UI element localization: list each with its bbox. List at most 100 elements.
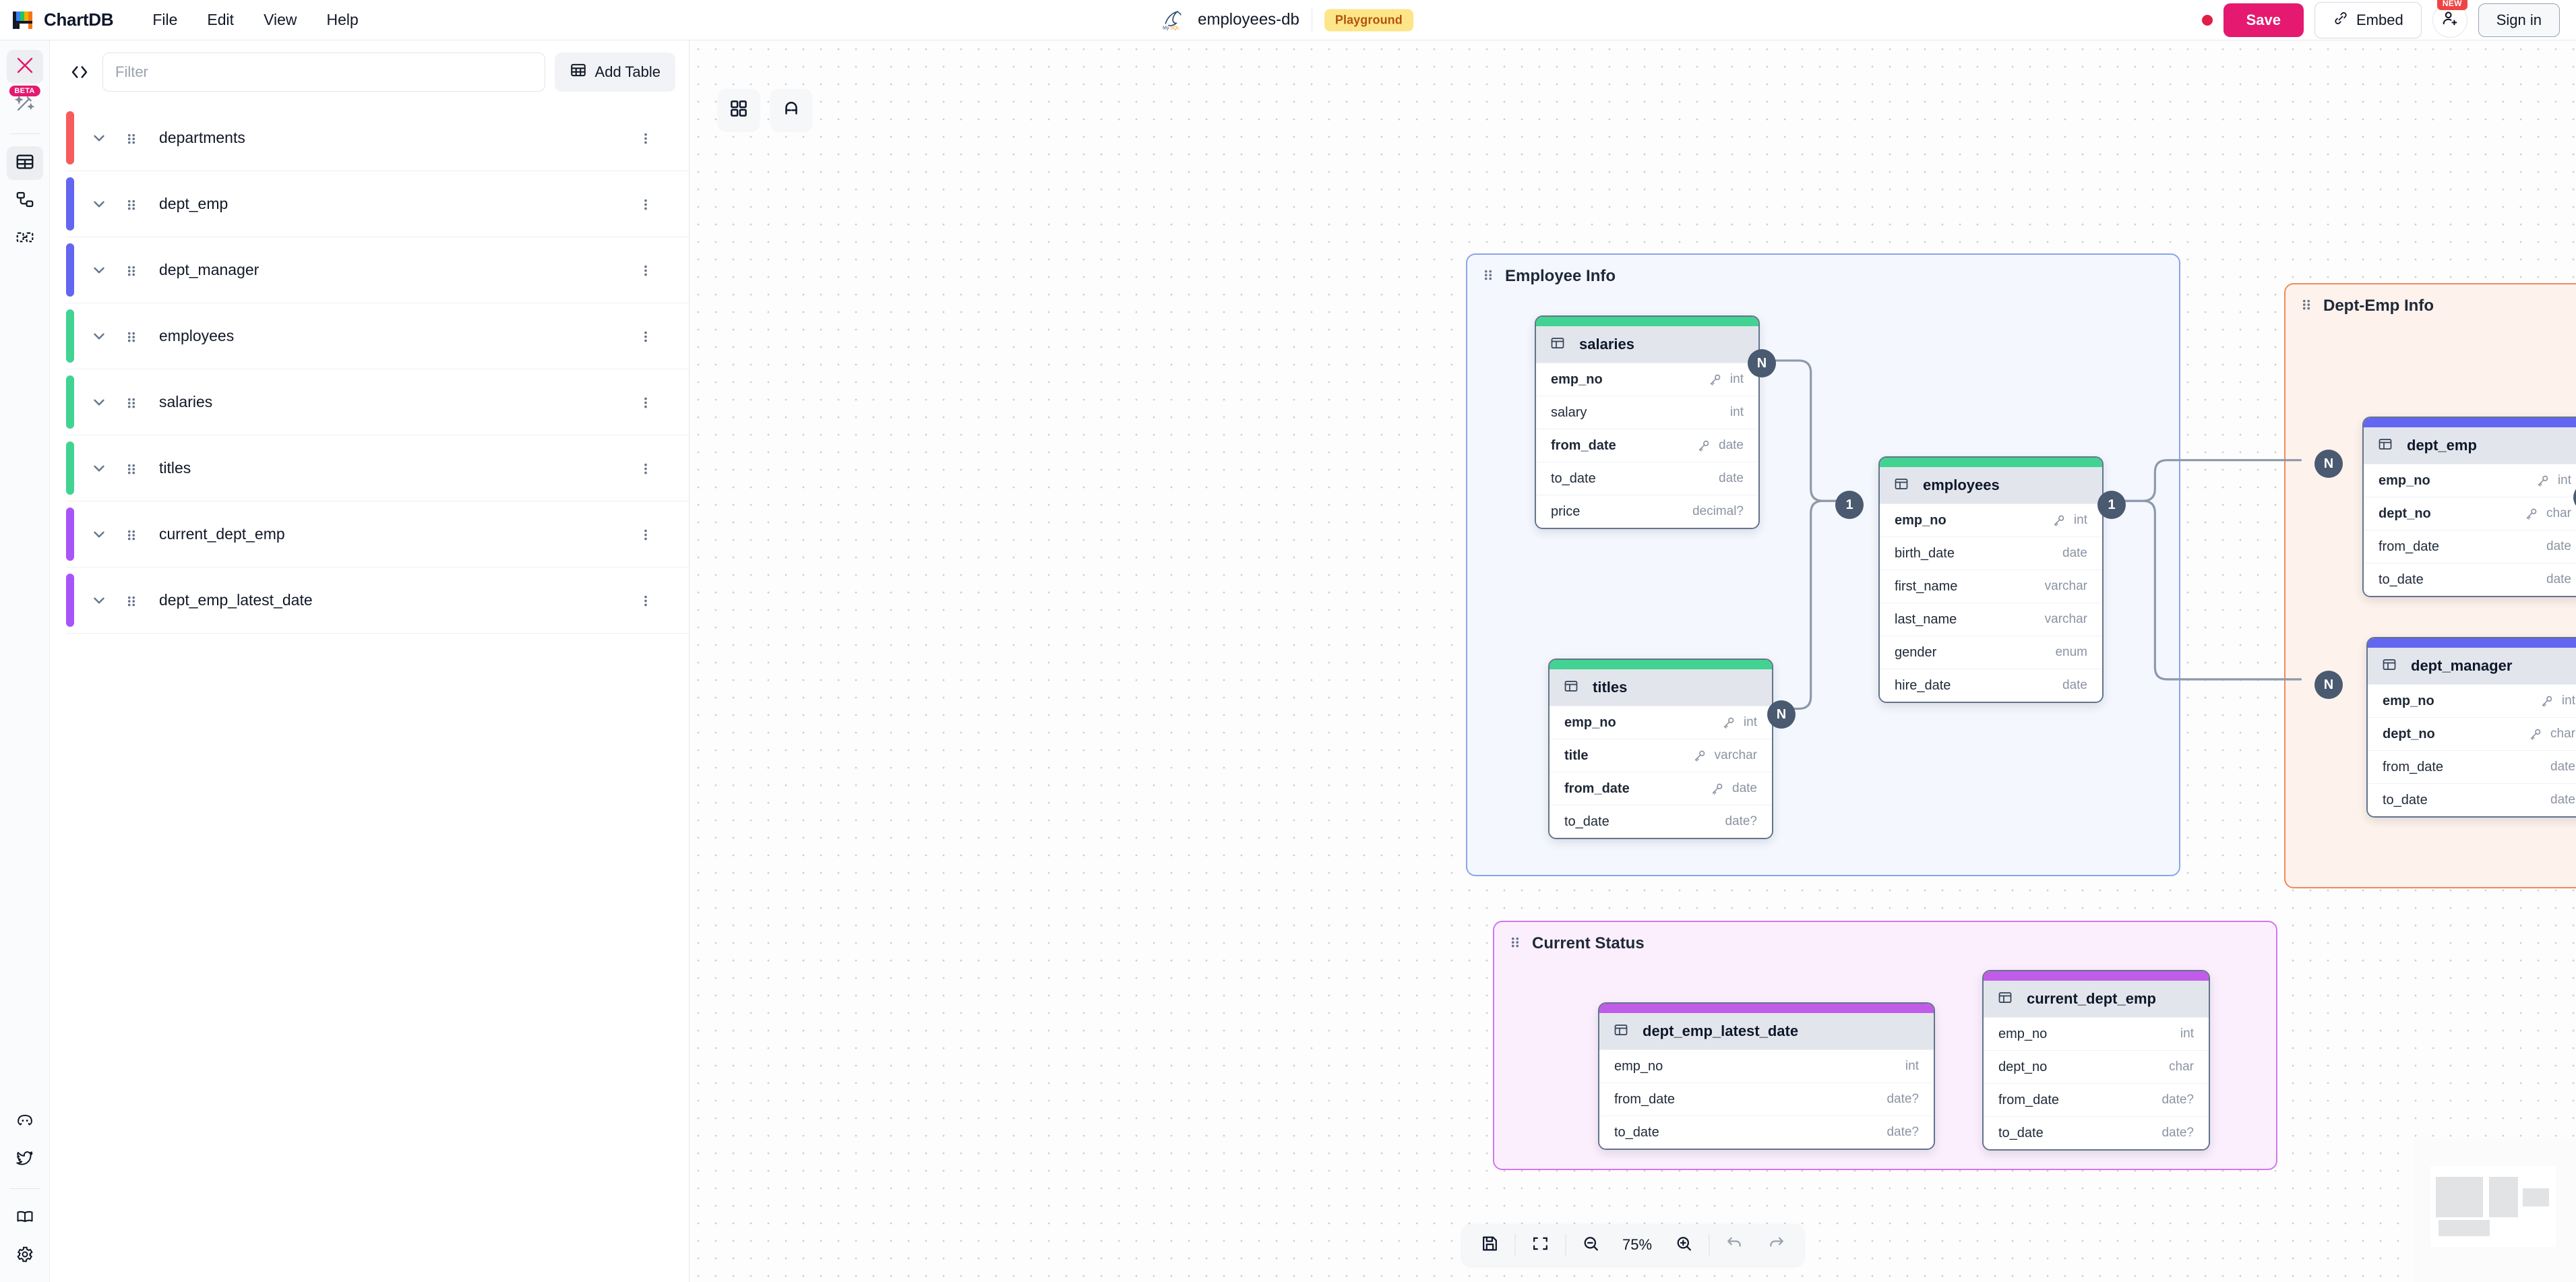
menu-view[interactable]: View — [264, 11, 297, 28]
drag-handle-icon[interactable] — [121, 195, 142, 213]
canvas-minimap[interactable] — [2413, 1139, 2576, 1282]
row-more-icon[interactable] — [634, 460, 658, 477]
drag-handle-icon[interactable] — [1481, 266, 1496, 286]
row-more-icon[interactable] — [634, 592, 658, 609]
rail-item-settings[interactable] — [7, 1239, 43, 1273]
drag-handle-icon[interactable] — [121, 328, 142, 345]
sidebar-table-row[interactable]: titles — [66, 435, 689, 501]
sidebar-table-row[interactable]: departments — [66, 105, 689, 171]
save-diagram-button[interactable] — [1469, 1228, 1510, 1262]
menu-file[interactable]: File — [152, 11, 178, 28]
drag-handle-icon[interactable] — [121, 129, 142, 147]
save-button[interactable]: Save — [2223, 3, 2304, 37]
menu-help[interactable]: Help — [326, 11, 359, 28]
sidebar-table-row[interactable]: dept_emp_latest_date — [66, 568, 689, 634]
row-more-icon[interactable] — [634, 195, 658, 213]
embed-button[interactable]: Embed — [2314, 1, 2422, 38]
chevron-down-icon[interactable] — [86, 328, 112, 345]
table-header[interactable]: current_dept_emp — [1984, 981, 2209, 1017]
chevron-down-icon[interactable] — [86, 592, 112, 609]
rail-item-dependencies[interactable] — [7, 222, 43, 255]
chevron-down-icon[interactable] — [86, 526, 112, 543]
rail-item-relationships[interactable] — [7, 184, 43, 218]
table-header[interactable]: dept_emp — [2364, 427, 2576, 464]
row-more-icon[interactable] — [634, 129, 658, 147]
drag-handle-icon[interactable] — [121, 262, 142, 279]
magnet-snap-button[interactable] — [770, 89, 812, 131]
code-brackets-icon[interactable] — [66, 60, 93, 84]
filter-input[interactable] — [102, 53, 545, 92]
row-more-icon[interactable] — [634, 526, 658, 543]
chevron-down-icon[interactable] — [86, 460, 112, 477]
signin-button[interactable]: Sign in — [2478, 3, 2560, 37]
redo-button[interactable] — [1755, 1228, 1797, 1262]
chevron-down-icon[interactable] — [86, 262, 112, 279]
document-title[interactable]: employees-db — [1198, 10, 1299, 29]
zoom-in-button[interactable] — [1663, 1228, 1705, 1262]
add-table-button[interactable]: Add Table — [554, 53, 675, 92]
sidebar-table-row[interactable]: salaries — [66, 369, 689, 435]
sidebar-table-row[interactable]: dept_emp — [66, 171, 689, 237]
rail-item-tables[interactable] — [6, 146, 43, 180]
chevron-down-icon[interactable] — [86, 129, 112, 147]
chevron-down-icon[interactable] — [86, 195, 112, 213]
fit-view-button[interactable] — [1519, 1228, 1561, 1262]
rail-item-ai-assistant[interactable]: BETA — [7, 86, 43, 121]
drag-handle-icon[interactable] — [121, 526, 142, 543]
sidebar-table-row[interactable]: dept_manager — [66, 237, 689, 303]
row-more-icon[interactable] — [634, 328, 658, 345]
zoom-out-button[interactable] — [1570, 1228, 1612, 1262]
drag-handle-icon[interactable] — [121, 460, 142, 477]
undo-button[interactable] — [1713, 1228, 1755, 1262]
drag-handle-icon[interactable] — [121, 592, 142, 609]
account-button[interactable]: NEW — [2432, 0, 2467, 38]
drag-handle-icon[interactable] — [2299, 295, 2314, 316]
sidebar-table-row[interactable]: employees — [66, 303, 689, 369]
rail-item-magic-edit[interactable] — [6, 50, 43, 84]
table-header[interactable]: dept_manager — [2368, 648, 2576, 684]
table-header[interactable]: dept_emp_latest_date — [1599, 1013, 1934, 1049]
drag-handle-icon[interactable] — [1508, 933, 1523, 954]
row-more-icon[interactable] — [634, 394, 658, 411]
table-header[interactable]: salaries — [1536, 326, 1758, 363]
chevron-down-icon[interactable] — [86, 394, 112, 411]
rail-item-twitter[interactable] — [7, 1142, 43, 1176]
table-header[interactable]: titles — [1550, 669, 1772, 706]
row-more-icon[interactable] — [634, 262, 658, 279]
menu-edit[interactable]: Edit — [207, 11, 235, 28]
drag-handle-icon[interactable] — [121, 394, 142, 411]
